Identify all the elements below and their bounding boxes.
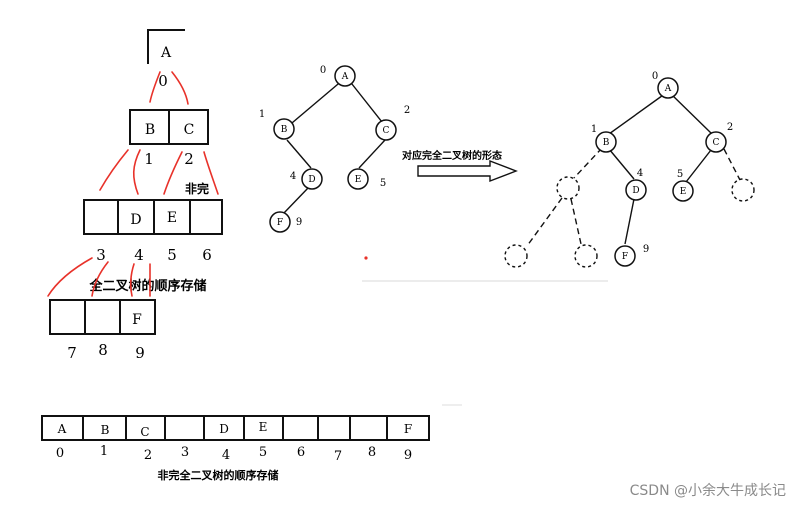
tree-original-circles — [269, 65, 397, 233]
tree-complete-node: A — [664, 84, 672, 94]
tree-complete-index: 0 — [652, 71, 658, 82]
tree-complete-node: F — [622, 252, 628, 262]
tree-complete-node: C — [713, 138, 720, 148]
flat-cell: A — [57, 422, 67, 436]
stacked-storage: A 0 B C 1 2 D E 非完 3 4 5 6 全二叉树的顺序存储 F 7… — [49, 29, 223, 362]
flat-dividers — [82, 416, 388, 440]
tree-original-node: E — [355, 175, 362, 185]
tree-complete-index: 5 — [677, 169, 683, 180]
flat-cell: B — [101, 423, 110, 437]
tree-complete-index: 4 — [637, 168, 643, 179]
tree-complete-index: 1 — [591, 124, 597, 135]
flat-index: 5 — [259, 445, 267, 460]
tree-complete-edges — [608, 92, 713, 245]
flat-index: 8 — [368, 445, 376, 460]
level2-cell-2: E — [167, 210, 177, 226]
tree-complete-virtual-nodes — [504, 176, 755, 268]
tree-complete-virtual-edges — [526, 147, 741, 247]
tree-original-index: 1 — [259, 109, 265, 120]
tree-original-index: 2 — [404, 105, 410, 116]
tree-original-index: 4 — [290, 171, 296, 182]
flat-index: 1 — [100, 444, 108, 459]
level2-index-1: 4 — [134, 246, 144, 264]
level1-index-1: 2 — [184, 150, 194, 168]
flat-index: 7 — [334, 449, 342, 464]
level2-index-0: 3 — [96, 246, 106, 264]
flat-index: 2 — [144, 448, 152, 463]
flat-index: 0 — [56, 446, 64, 461]
level2-note: 非完 — [185, 181, 209, 196]
flat-index: 4 — [222, 448, 230, 463]
tree-original-index: 0 — [320, 65, 326, 76]
level3-index-1: 8 — [98, 341, 108, 359]
tree-complete-node: B — [603, 138, 610, 148]
flat-cell: C — [140, 425, 149, 439]
tree-complete-index: 9 — [643, 244, 649, 255]
tree-original-index: 9 — [296, 217, 302, 228]
tree-original-node: F — [277, 218, 283, 228]
flat-index: 6 — [297, 445, 305, 460]
flat-index: 9 — [404, 448, 412, 463]
flat-cell: E — [259, 420, 268, 434]
tree-complete-node: D — [632, 186, 639, 196]
level3-index-2: 9 — [135, 344, 145, 362]
tree-original-edges — [282, 78, 387, 215]
level0-index-0: 0 — [158, 72, 168, 90]
level1-index-0: 1 — [144, 150, 154, 168]
flat-index: 3 — [181, 445, 189, 460]
level3-cell-2: F — [132, 312, 142, 328]
flat-caption: 非完全二叉树的顺序存储 — [158, 468, 279, 482]
level1-cell-0: B — [145, 122, 155, 138]
level0-cell-0: A — [160, 45, 172, 61]
level2-index-2: 5 — [167, 246, 177, 264]
transform-arrow: 对应完全二叉树的形态 — [402, 149, 518, 183]
flat-storage: A B C D E F 0 1 2 3 4 5 6 7 8 9 非完全二叉树的顺… — [41, 415, 430, 482]
tree-original: A B C D E F 0 1 2 4 5 9 — [259, 65, 410, 233]
tree-original-node: D — [308, 175, 315, 185]
level1-cell-1: C — [184, 122, 195, 138]
stacked-caption: 全二叉树的顺序存储 — [88, 278, 206, 294]
level2-cell-1: D — [130, 212, 141, 228]
tree-original-node: A — [341, 72, 349, 82]
level0-cell-border — [147, 29, 185, 64]
level3-array — [49, 299, 156, 335]
level2-index-3: 6 — [202, 246, 212, 264]
arrow-shape — [417, 159, 518, 183]
level3-index-0: 7 — [67, 344, 77, 362]
tree-original-node: B — [281, 125, 288, 135]
watermark: CSDN @小余大牛成长记 — [629, 483, 786, 499]
arrow-label: 对应完全二叉树的形态 — [402, 149, 502, 162]
tree-complete-index: 2 — [727, 122, 733, 133]
flat-cell: F — [404, 422, 412, 436]
tree-complete-circles — [595, 77, 727, 267]
tree-complete: A B C D E F 0 1 2 4 5 9 — [504, 71, 755, 268]
tree-original-index: 5 — [380, 178, 386, 189]
flat-array — [41, 415, 430, 441]
tree-original-node: C — [383, 126, 390, 136]
flat-cell: D — [219, 422, 229, 436]
annotation-strokes — [47, 71, 368, 297]
tree-complete-node: E — [680, 187, 687, 197]
